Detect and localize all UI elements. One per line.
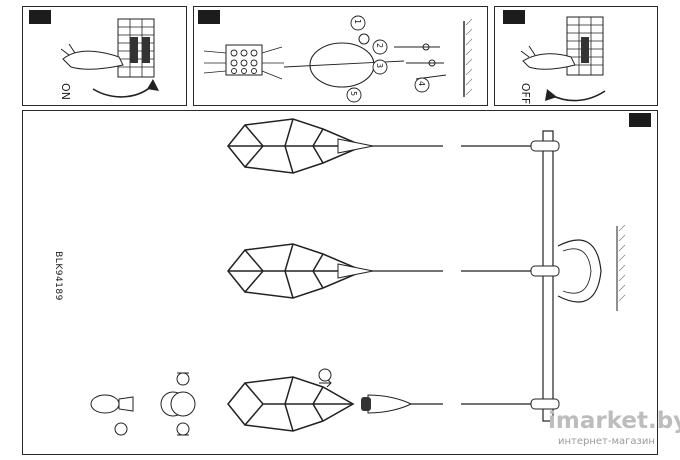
switch-on-label: ON	[58, 83, 72, 100]
watermark-subtitle: интернет-магазин	[558, 436, 655, 447]
panel-assembly: BLK94189	[22, 110, 658, 455]
step-number-2: 2	[375, 42, 385, 49]
panel-tag	[198, 10, 220, 24]
panel-switch-off: OFF	[494, 6, 658, 106]
panel-tag	[29, 10, 51, 24]
panel-tag	[503, 10, 525, 24]
model-code: BLK94189	[52, 251, 63, 301]
panel-mounting: 1 2 3 4 5	[193, 6, 488, 106]
step-number-5: 5	[349, 90, 359, 97]
switch-off-label: OFF	[519, 82, 533, 105]
step-number-4: 4	[417, 80, 427, 87]
switch-off-illustration	[520, 16, 606, 102]
mounting-illustration	[203, 15, 473, 103]
step-number-1: 1	[353, 18, 363, 25]
switch-on-illustration	[60, 18, 159, 98]
step-number-3: 3	[375, 62, 385, 69]
panel-tag	[629, 113, 651, 127]
watermark-brand: imarket.by	[548, 408, 680, 434]
assembly-illustration	[90, 118, 626, 436]
panel-switch-on: ON	[22, 6, 187, 106]
